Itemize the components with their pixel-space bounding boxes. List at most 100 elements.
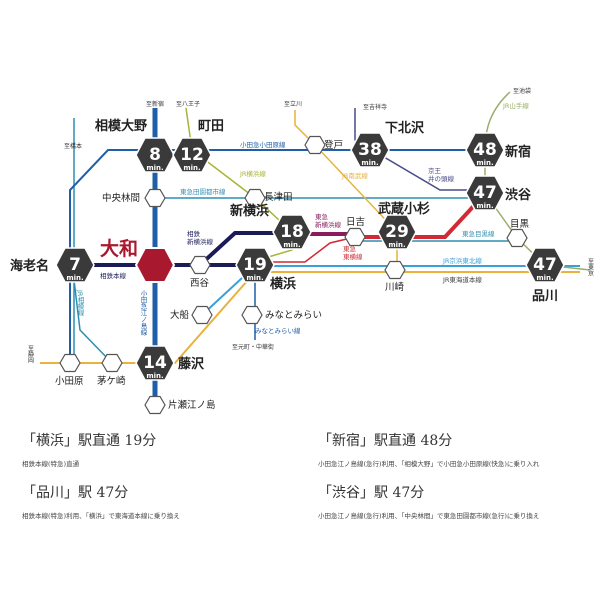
- hex-ofuna[interactable]: [191, 305, 213, 325]
- station-nagatsuta: 長津田: [264, 192, 293, 203]
- label-tokyu-meguro: 東急目黒線: [462, 229, 495, 238]
- station-machida: 町田: [198, 119, 224, 134]
- station-hiyoshi: 日吉: [346, 217, 365, 228]
- dir-kichijoji: 至吉祥寺: [363, 103, 387, 111]
- station-noborito: 登戸: [324, 140, 343, 151]
- station-sagamiono: 相模大野: [95, 118, 147, 134]
- label-jr-nambu: JR南武線: [341, 171, 368, 180]
- station-kawasaki: 川崎: [385, 281, 405, 293]
- min-shinagawa: 47: [533, 255, 557, 275]
- hex-minatomirai[interactable]: [241, 305, 263, 325]
- label-sotetsu-shinyoko-1: 相鉄: [187, 229, 201, 238]
- label-toyoko-1: 東急: [343, 244, 357, 253]
- min-unit: min.: [66, 274, 83, 282]
- station-shibuya: 渋谷: [505, 187, 532, 203]
- note-shinjuku-desc: 小田急江ノ島線(急行)利用、「相模大野」で小田急小田原線(快急)に乗り入れ: [318, 460, 540, 468]
- station-meguro: 目黒: [510, 219, 530, 230]
- note-shinjuku-title: 「新宿」駅直通 48分: [318, 433, 453, 449]
- hex-yamato[interactable]: [135, 247, 175, 283]
- hex-chigasaki[interactable]: [101, 353, 123, 373]
- station-fujisawa: 藤沢: [178, 356, 205, 372]
- station-odawara: 小田原: [55, 376, 84, 387]
- hex-hiyoshi[interactable]: [344, 227, 366, 247]
- label-tokaido: JR東海道本線: [442, 275, 482, 284]
- station-yokohama: 横浜: [270, 276, 296, 292]
- dir-ikebukuro: 至池袋: [513, 87, 531, 95]
- line-sagami-branch: [73, 279, 113, 364]
- station-chigasaki: 茅ケ崎: [97, 375, 126, 387]
- station-shinagawa: 品川: [532, 289, 558, 304]
- hex-chuorinkan[interactable]: [144, 188, 166, 208]
- line-jr-yamanote: [484, 91, 591, 271]
- station-musashikosugi: 武蔵小杉: [378, 201, 430, 217]
- dir-hashimoto: 至橋本: [64, 142, 82, 150]
- hex-katase[interactable]: [144, 395, 166, 415]
- min-unit: min.: [536, 274, 553, 282]
- min-unit: min.: [388, 241, 405, 249]
- note-shinagawa-desc: 相鉄本線(特急)利用、「横浜」で東海道本線に乗り換え: [22, 512, 180, 520]
- dir-tachikawa: 至立川: [284, 100, 302, 108]
- dir-motomachi: 至元町・中華街: [232, 343, 274, 351]
- label-keihin-tohoku: JR京浜東北線: [442, 256, 482, 265]
- label-minatomirai: みなとみらい線: [255, 326, 301, 335]
- station-ebina: 海老名: [10, 258, 49, 274]
- min-shibuya: 47: [473, 183, 497, 203]
- min-shimokitazawa: 38: [358, 140, 382, 160]
- label-denentoshi: 東急田園都市線: [180, 187, 226, 196]
- label-sotetsu-shinyoko-2: 新横浜線: [187, 237, 214, 246]
- note-yokohama-desc: 相鉄本線(特急)直通: [22, 460, 80, 468]
- station-yamato: 大和: [100, 237, 138, 260]
- min-shinjuku: 48: [473, 140, 497, 160]
- label-jr-yokohama: JR横浜線: [239, 169, 266, 178]
- min-unit: min.: [283, 241, 300, 249]
- line-inokashira: [354, 108, 470, 191]
- station-katase: 片瀬江ノ島: [168, 399, 216, 411]
- label-inokashira-1: 京王: [428, 166, 442, 175]
- min-musashikosugi: 29: [385, 222, 409, 242]
- label-sotetsu-main: 相鉄本線: [100, 271, 127, 280]
- min-fujisawa: 14: [143, 353, 167, 373]
- label-odakyu-enoshima: 小田急江ノ島線: [139, 289, 147, 336]
- min-shinyokohama: 18: [280, 222, 304, 242]
- station-minatomirai: みなとみらい: [265, 310, 322, 321]
- line-tokyu-toyoko: [262, 236, 356, 263]
- label-odakyu-odawara: 小田急小田原線: [240, 140, 286, 149]
- min-unit: min.: [146, 164, 163, 172]
- min-unit: min.: [146, 372, 163, 380]
- note-yokohama-title: 「横浜」駅直通 19分: [22, 433, 157, 449]
- min-unit: min.: [361, 159, 378, 167]
- note-shibuya-desc: 小田急江ノ島線(急行)利用、「中央林間」で東急田園都市線(急行)に乗り換え: [318, 512, 540, 520]
- station-shinjuku: 新宿: [505, 144, 531, 160]
- dir-hachioji: 至八王子: [176, 101, 200, 108]
- route-diagram: 8 12 38 48 47 18 29 7 19 47 14 min. min.…: [10, 87, 594, 415]
- min-yokohama: 19: [243, 255, 267, 275]
- station-ofuna: 大船: [170, 309, 190, 321]
- hex-kawasaki[interactable]: [384, 260, 406, 280]
- min-unit: min.: [246, 274, 263, 282]
- note-column-left: 「横浜」駅直通 19分 相鉄本線(特急)直通 「品川」駅 47分 相鉄本線(特急…: [22, 430, 292, 534]
- station-chuorinkan: 中央林間: [102, 192, 140, 204]
- min-unit: min.: [183, 164, 200, 172]
- hex-odawara[interactable]: [59, 353, 81, 373]
- hex-noborito[interactable]: [304, 135, 326, 155]
- dir-shinjuku: 至新宿: [146, 100, 164, 108]
- hex-meguro[interactable]: [506, 228, 528, 248]
- station-shimokitazawa: 下北沢: [385, 120, 425, 136]
- note-shibuya-title: 「渋谷」駅 47分: [318, 485, 425, 501]
- note-column-right: 「新宿」駅直通 48分 小田急江ノ島線(急行)利用、「相模大野」で小田急小田原線…: [318, 430, 598, 534]
- min-unit: min.: [476, 202, 493, 210]
- note-shinagawa-title: 「品川」駅 47分: [22, 485, 129, 501]
- label-toyoko-2: 東横線: [343, 252, 363, 261]
- min-machida: 12: [180, 145, 204, 165]
- min-ebina: 7: [69, 255, 81, 275]
- label-jr-sagami: JR相模線: [76, 289, 84, 316]
- min-sagamiono: 8: [149, 145, 161, 165]
- label-inokashira-2: 井の頭線: [428, 174, 455, 183]
- label-tokyu-shinyoko-2: 新横浜線: [315, 220, 342, 229]
- station-shinyokohama: 新横浜: [230, 203, 269, 219]
- hex-nishiya[interactable]: [189, 255, 211, 275]
- label-jr-yamanote: JR山手線: [502, 101, 529, 110]
- station-nishiya: 西谷: [190, 278, 210, 289]
- dir-tokyo: 至東京: [587, 258, 594, 277]
